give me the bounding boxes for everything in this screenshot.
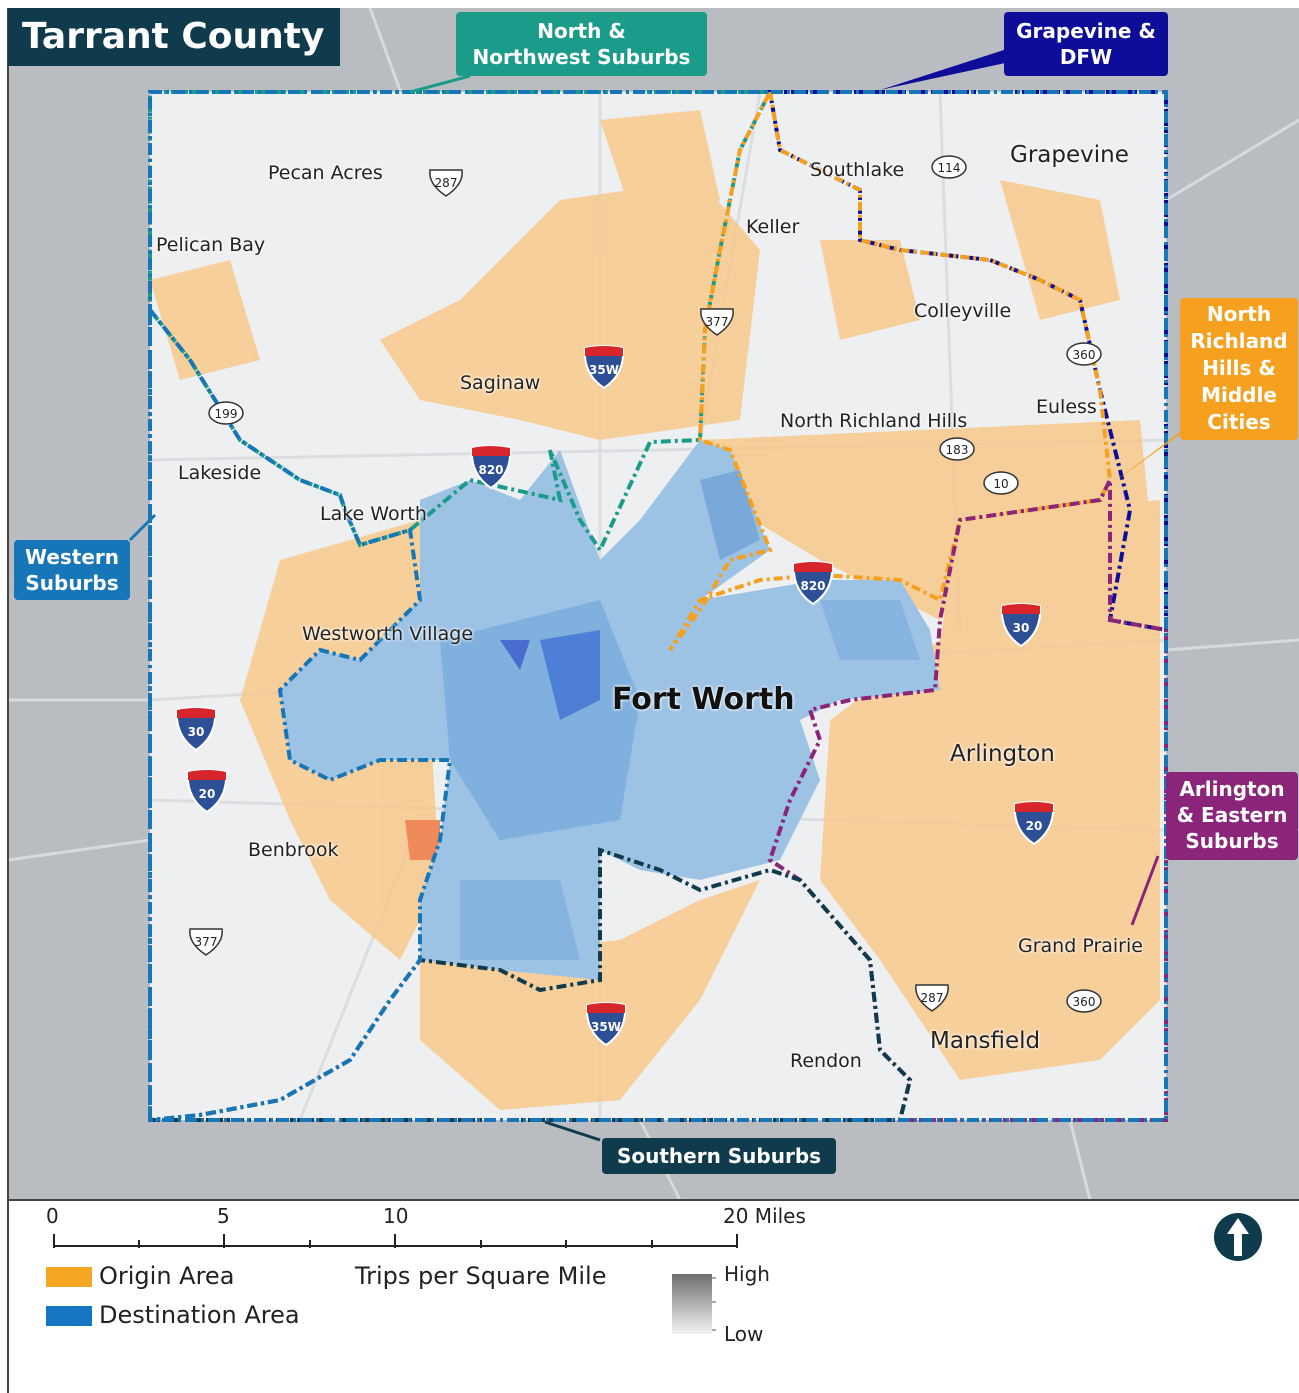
region-boundaries — [148, 85, 1168, 1123]
shield-label: 30 — [1013, 621, 1030, 635]
origin-legend-label: Origin Area — [99, 1262, 235, 1290]
destination-legend-label: Destination Area — [99, 1301, 300, 1329]
trips-ramp — [672, 1274, 712, 1334]
shield-label: 30 — [188, 725, 205, 739]
city-label-pecan-acres: Pecan Acres — [268, 162, 383, 184]
region-label-southern: Southern Suburbs — [602, 1138, 836, 1174]
region-label-line: Grapevine & — [1016, 19, 1156, 43]
shield-label: 820 — [800, 579, 825, 593]
region-label-line: Northwest Suburbs — [472, 45, 691, 69]
region-label-western: Western Suburbs — [14, 540, 130, 600]
city-label-lakeside: Lakeside — [178, 462, 262, 484]
interstate-shield-icon: 20 — [1013, 801, 1055, 846]
city-label-westworth-village: Westworth Village — [302, 623, 474, 645]
city-label-saginaw: Saginaw — [460, 372, 541, 394]
county-boundary — [148, 90, 1168, 1122]
shield-label: 820 — [478, 463, 503, 477]
region-label-line: Western — [24, 545, 120, 569]
interstate-shield-icon: 820 — [470, 445, 512, 490]
city-label-grapevine: Grapevine — [1010, 142, 1129, 168]
interstate-shield-icon: 820 — [792, 561, 834, 606]
shield-label: 20 — [199, 787, 216, 801]
ramp-title: Trips per Square Mile — [355, 1262, 607, 1290]
origin-swatch — [46, 1267, 92, 1287]
state-highway-shield-icon: 114 — [931, 155, 967, 179]
city-label-fort-worth: Fort Worth — [612, 682, 795, 717]
city-label-grand-prairie: Grand Prairie — [1018, 935, 1143, 957]
region-label-line: Arlington — [1179, 777, 1285, 801]
shield-label: 183 — [946, 443, 969, 457]
interstate-shield-icon: 35W — [583, 345, 625, 390]
region-label-line: Cities — [1207, 410, 1271, 434]
shield-label: 199 — [215, 407, 238, 421]
origin-areas — [150, 110, 1160, 1110]
city-label-benbrook: Benbrook — [248, 839, 339, 861]
scale-tick-0: 0 — [46, 1204, 59, 1228]
us-highway-shield-icon: 377 — [189, 928, 223, 956]
region-label-line: North & — [537, 19, 626, 43]
us-highway-shield-icon: 287 — [915, 984, 949, 1012]
region-label-line: Southern Suburbs — [616, 1144, 822, 1168]
shield-label: 35W — [589, 363, 619, 377]
shield-label: 10 — [993, 477, 1008, 491]
shield-label: 360 — [1073, 995, 1096, 1009]
scale-tick-10: 10 — [383, 1204, 409, 1228]
interstate-shield-icon: 20 — [186, 769, 228, 814]
interstate-shield-icon: 30 — [175, 707, 217, 752]
region-label-line: DFW — [1059, 45, 1113, 69]
city-label-north-richland-hills: North Richland Hills — [780, 410, 968, 432]
region-label-north-richland: North Richland Hills & Middle Cities — [1180, 298, 1298, 440]
destination-swatch — [46, 1306, 92, 1326]
shield-label: 377 — [706, 315, 729, 329]
state-highway-shield-icon: 183 — [939, 437, 975, 461]
shield-label: 287 — [921, 991, 944, 1005]
region-label-line: Suburbs — [25, 571, 119, 595]
north-arrow-icon — [1214, 1213, 1262, 1261]
ramp-low-label: Low — [724, 1322, 764, 1346]
state-highway-shield-icon: 360 — [1066, 342, 1102, 366]
state-highway-shield-icon: 360 — [1066, 989, 1102, 1013]
legend-panel — [8, 1200, 1299, 1393]
us-highway-shield-icon: 287 — [429, 169, 463, 197]
label-pointers — [128, 48, 1196, 1142]
interstate-shield-icon: 30 — [1000, 603, 1042, 648]
shield-label: 114 — [938, 161, 961, 175]
city-label-colleyville: Colleyville — [914, 300, 1012, 322]
us-highway-shield-icon: 377 — [700, 308, 734, 336]
shield-label: 20 — [1026, 819, 1043, 833]
state-highway-shield-icon: 10 — [983, 471, 1019, 495]
shield-label: 35W — [591, 1020, 621, 1034]
region-label-line: Hills & — [1202, 356, 1276, 380]
city-label-keller: Keller — [746, 216, 800, 238]
region-label-line: Richland — [1190, 329, 1288, 353]
city-label-mansfield: Mansfield — [930, 1028, 1041, 1054]
city-label-arlington: Arlington — [950, 741, 1055, 767]
scale-tick-5: 5 — [217, 1204, 230, 1228]
destination-intensity — [440, 470, 920, 960]
region-label-line: Suburbs — [1185, 829, 1279, 853]
interstate-shield-icon: 35W — [585, 1002, 627, 1047]
region-label-line: & Eastern — [1176, 803, 1288, 827]
map-title: Tarrant County — [8, 8, 340, 66]
city-label-southlake: Southlake — [810, 159, 905, 181]
ramp-high-label: High — [724, 1262, 770, 1286]
origin-hotspot — [405, 820, 440, 860]
region-label-line: Middle — [1201, 383, 1277, 407]
region-label-arlington-eastern: Arlington & Eastern Suburbs — [1166, 772, 1298, 860]
scale-bar — [53, 1234, 738, 1248]
shield-label: 287 — [435, 176, 458, 190]
shield-label: 377 — [195, 935, 218, 949]
city-label-pelican-bay: Pelican Bay — [156, 234, 266, 256]
city-label-lake-worth: Lake Worth — [320, 503, 427, 525]
city-label-rendon: Rendon — [790, 1050, 862, 1072]
region-label-north-northwest: North & Northwest Suburbs — [456, 12, 707, 76]
region-label-grapevine-dfw: Grapevine & DFW — [1004, 12, 1168, 76]
state-highway-shield-icon: 199 — [208, 401, 244, 425]
city-label-euless: Euless — [1036, 396, 1097, 418]
shield-label: 360 — [1073, 348, 1096, 362]
region-label-line: North — [1206, 302, 1272, 326]
scale-tick-20-miles: 20 Miles — [723, 1204, 806, 1228]
